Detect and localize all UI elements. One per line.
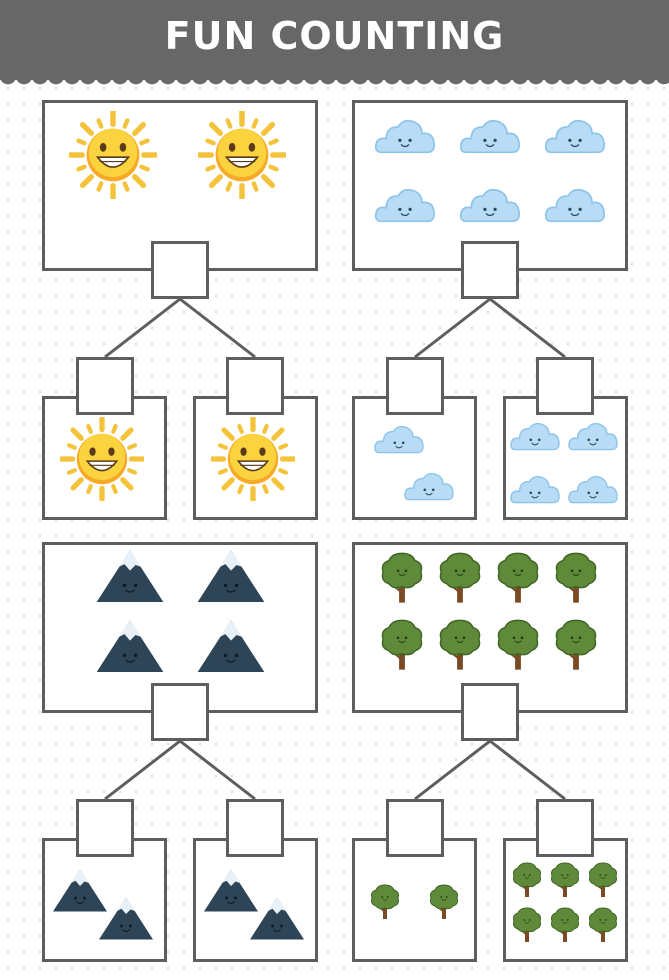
cloud-icon bbox=[541, 103, 609, 171]
sun-icon bbox=[209, 415, 297, 503]
cloud-icon bbox=[456, 172, 524, 240]
group-box-total bbox=[42, 542, 318, 713]
answer-box-total[interactable] bbox=[151, 683, 209, 741]
tree-icon bbox=[431, 549, 489, 607]
mountain-icon bbox=[194, 541, 268, 615]
cloud-icon bbox=[456, 103, 524, 171]
tree-icon bbox=[365, 882, 405, 922]
tree-icon bbox=[507, 860, 547, 900]
answer-box-part[interactable] bbox=[536, 357, 594, 415]
answer-box-part[interactable] bbox=[76, 799, 134, 857]
cloud-icon bbox=[371, 103, 439, 171]
answer-box-part[interactable] bbox=[226, 357, 284, 415]
page-title: FUN COUNTING bbox=[164, 14, 505, 58]
tree-icon bbox=[431, 616, 489, 674]
mountain-icon bbox=[201, 862, 261, 922]
cloud-icon bbox=[507, 462, 563, 518]
tree-icon bbox=[424, 882, 464, 922]
answer-box-part[interactable] bbox=[386, 357, 444, 415]
mountain-icon bbox=[50, 862, 110, 922]
header-bar bbox=[0, 0, 669, 80]
cloud-icon bbox=[371, 172, 439, 240]
tree-icon bbox=[489, 549, 547, 607]
cloud-icon bbox=[371, 412, 427, 468]
answer-box-part[interactable] bbox=[386, 799, 444, 857]
answer-box-part[interactable] bbox=[536, 799, 594, 857]
tree-icon bbox=[489, 616, 547, 674]
cloud-icon bbox=[401, 459, 457, 515]
tree-icon bbox=[545, 905, 585, 945]
cloud-icon bbox=[565, 409, 621, 465]
cloud-icon bbox=[541, 172, 609, 240]
answer-box-total[interactable] bbox=[151, 241, 209, 299]
group-box-part bbox=[503, 838, 628, 962]
sun-icon bbox=[196, 109, 288, 201]
answer-box-part[interactable] bbox=[226, 799, 284, 857]
mountain-icon bbox=[93, 611, 167, 685]
mountain-icon bbox=[247, 890, 307, 950]
tree-icon bbox=[373, 549, 431, 607]
answer-box-part[interactable] bbox=[76, 357, 134, 415]
answer-box-total[interactable] bbox=[461, 241, 519, 299]
sun-icon bbox=[67, 109, 159, 201]
tree-icon bbox=[547, 616, 605, 674]
tree-icon bbox=[373, 616, 431, 674]
mountain-icon bbox=[93, 541, 167, 615]
answer-box-total[interactable] bbox=[461, 683, 519, 741]
cloud-icon bbox=[565, 462, 621, 518]
mountain-icon bbox=[194, 611, 268, 685]
sun-icon bbox=[58, 415, 146, 503]
tree-icon bbox=[507, 905, 547, 945]
header-scallop bbox=[0, 78, 669, 92]
tree-icon bbox=[583, 905, 623, 945]
tree-icon bbox=[547, 549, 605, 607]
tree-icon bbox=[583, 860, 623, 900]
cloud-icon bbox=[507, 409, 563, 465]
mountain-icon bbox=[96, 890, 156, 950]
tree-icon bbox=[545, 860, 585, 900]
